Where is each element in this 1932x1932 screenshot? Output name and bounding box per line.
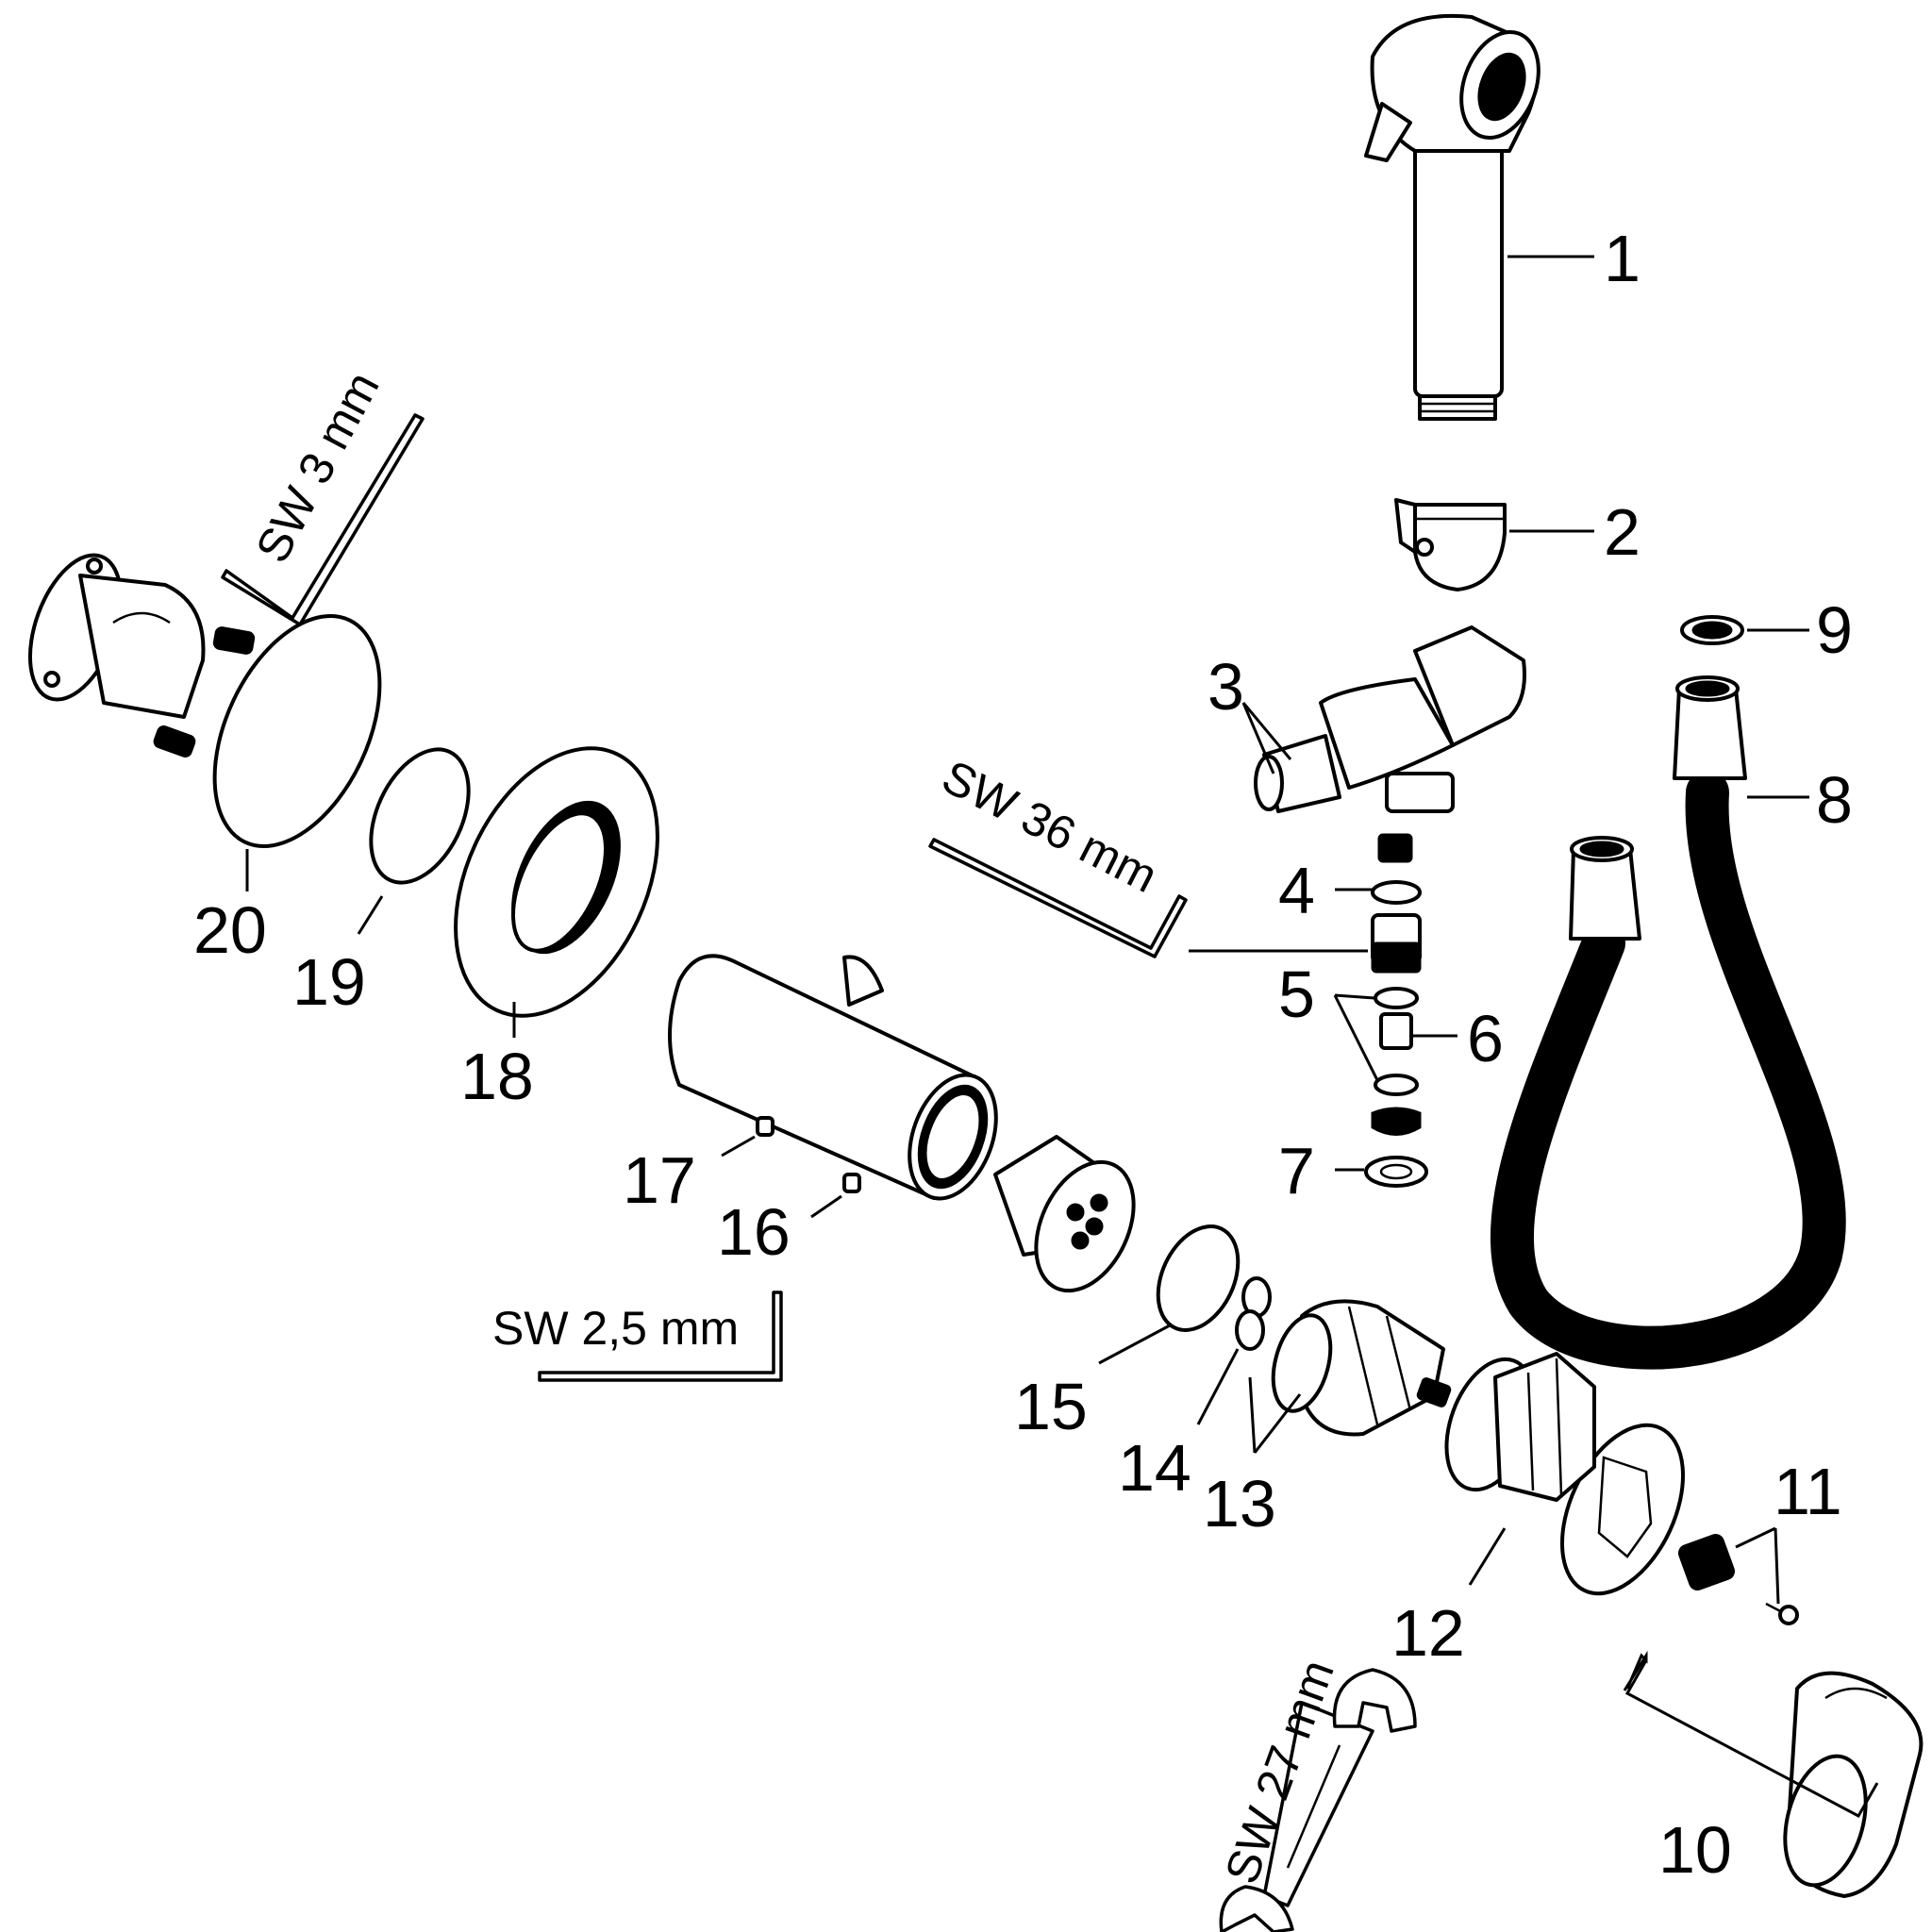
tool-hex-key-3mm: [221, 413, 425, 626]
callout-11-leader-a: [1735, 1526, 1776, 1549]
callout-4: 4: [1278, 854, 1315, 927]
callout-19-leader: [357, 895, 384, 935]
part-20-seal-ring: [212, 613, 382, 849]
callout-8: 8: [1816, 763, 1853, 837]
tool-open-end-wrench-27mm: [1219, 1668, 1417, 1932]
callout-11-leader-b: [1774, 1527, 1780, 1605]
part-10-handle-cap: [1783, 1671, 1924, 1898]
callout-1: 1: [1604, 222, 1641, 295]
callout-13-leader-b: [1253, 1393, 1302, 1454]
part-wall-bracket: [27, 553, 256, 758]
part-16-grub-screw: [842, 1173, 861, 1193]
tool-hex-key-2-5mm: [538, 1291, 783, 1382]
callout-14: 14: [1118, 1431, 1191, 1505]
part-2-holder-clip: [1394, 498, 1507, 591]
callout-19: 19: [292, 945, 366, 1019]
part-12-hex-connector: [1444, 1352, 1596, 1502]
callout-6: 6: [1467, 1002, 1504, 1075]
callout-16-leader: [810, 1194, 842, 1219]
callout-15-leader: [1098, 1324, 1171, 1365]
callout-11: 11: [1774, 1455, 1842, 1528]
callout-20: 20: [193, 893, 267, 967]
callout-13: 13: [1203, 1467, 1276, 1541]
callout-14-leader: [1196, 1348, 1240, 1425]
callout-9: 9: [1816, 593, 1853, 667]
callout-12-leader: [1468, 1527, 1507, 1586]
callout-18: 18: [460, 1040, 534, 1113]
part-8-shower-hose: [1490, 675, 1846, 1370]
callout-10-bracket: [1623, 1650, 1648, 1691]
part-19-o-ring: [369, 747, 471, 885]
part-mixer-body: [668, 954, 998, 1201]
callout-17: 17: [623, 1143, 696, 1217]
tool-hex-key-3mm-label: SW 3 mm: [245, 363, 389, 571]
part-17-grub-screw: [756, 1116, 774, 1137]
callout-5-leader-a: [1334, 993, 1375, 1000]
part-14-o-rings: [1235, 1276, 1272, 1351]
part-18-escutcheon: [454, 746, 659, 1018]
callout-3-leader-a: [1241, 702, 1292, 760]
callout-3-leader-b: [1241, 702, 1275, 774]
callout-3: 3: [1208, 650, 1244, 724]
callout-10-bracket-line: [1624, 1659, 1879, 1819]
callout-10: 10: [1658, 1813, 1732, 1887]
callout-5-leader-b: [1333, 994, 1379, 1081]
part-stop-valve: [993, 1135, 1136, 1293]
callout-7: 7: [1278, 1134, 1315, 1208]
callout-13-leader-a: [1248, 1376, 1257, 1454]
callout-2: 2: [1604, 495, 1641, 569]
callout-16: 16: [717, 1195, 791, 1269]
part-9-filter-washer: [1680, 615, 1744, 645]
tool-wrench-36mm: [928, 838, 1188, 958]
callout-17-leader: [721, 1135, 756, 1158]
part-15-o-ring: [1156, 1224, 1241, 1332]
part-1-hand-shower: [1364, 13, 1541, 421]
tool-wrench-36mm-label: SW 36 mm: [934, 750, 1166, 903]
callout-15: 15: [1014, 1370, 1088, 1443]
tool-hex-key-2-5mm-label: SW 2,5 mm: [492, 1302, 739, 1355]
callout-12: 12: [1391, 1596, 1465, 1670]
part-3-wall-outlet-holder: [1254, 625, 1526, 813]
part-13-cartridge: [1271, 1299, 1452, 1437]
callout-5: 5: [1278, 958, 1315, 1031]
part-11-screw-and-adapter: [1677, 1533, 1799, 1625]
parts-4-to-7-seal-stack: [1364, 833, 1428, 1188]
